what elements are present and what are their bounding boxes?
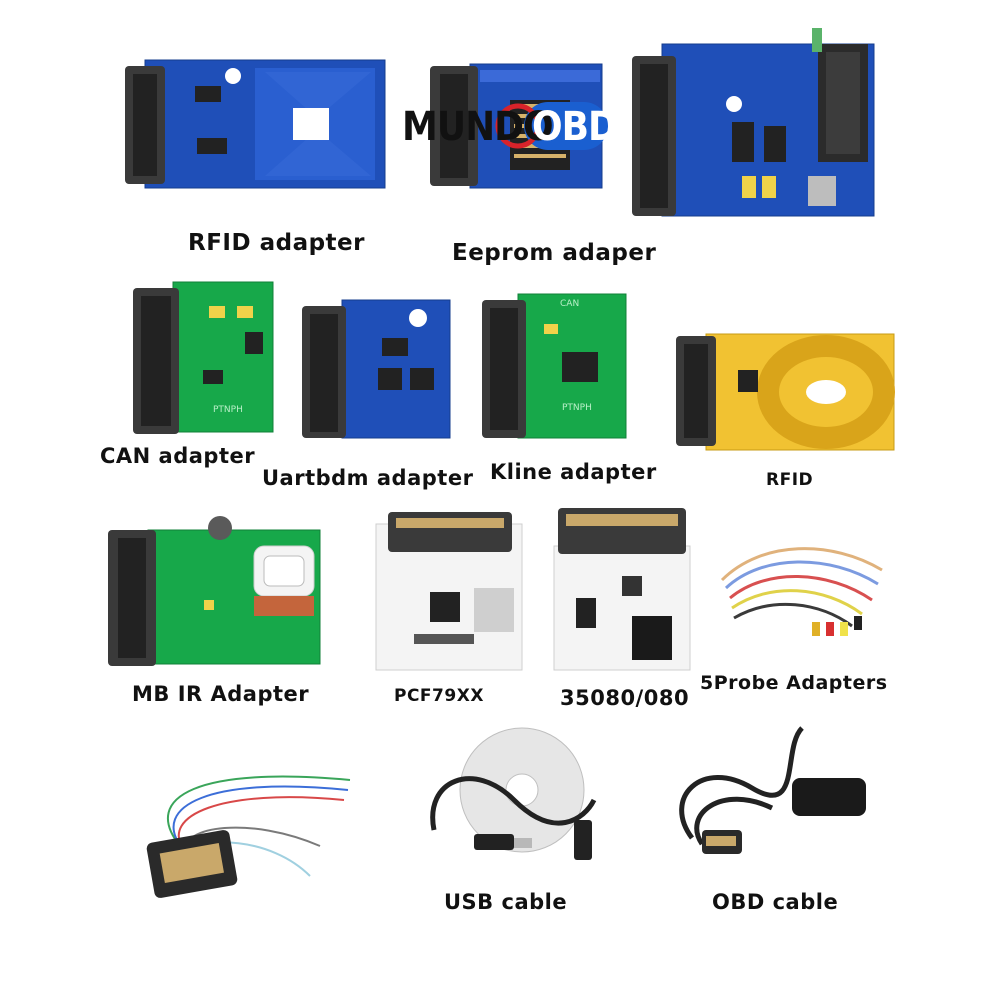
- can-adapter-label: CAN adapter: [100, 444, 256, 468]
- usb-cable-label: USB cable: [444, 890, 568, 914]
- rfid-coil-board: [676, 330, 896, 454]
- kline-board-silk-ptnph: PTNPH: [562, 403, 592, 413]
- eeprom-socket-board: [632, 26, 877, 220]
- kline-adapter-board: CAN PTNPH: [482, 292, 628, 440]
- obd-cable: [662, 718, 872, 868]
- mundo-obd-logo: MUNDO OBD: [400, 96, 618, 158]
- kline-adapter-label: Kline adapter: [490, 460, 657, 484]
- pcf79xx-label: PCF79XX: [394, 686, 484, 706]
- eeprom-adapter-label: Eeprom adaper: [452, 240, 657, 266]
- can-adapter-board: PTNPH: [133, 280, 275, 436]
- e35080-label: 35080/080: [560, 686, 690, 710]
- probe-adapters-label: 5Probe Adapters: [700, 672, 888, 694]
- mb-ir-adapter-label: MB IR Adapter: [132, 682, 310, 706]
- uartbdm-adapter-label: Uartbdm adapter: [262, 466, 474, 490]
- rfid-label: RFID: [766, 470, 814, 490]
- kline-board-silk-can: CAN: [560, 299, 579, 309]
- logo-text-mundo: MUNDO: [402, 104, 554, 150]
- pcf79xx-board: [374, 510, 524, 672]
- e35080-board: [552, 506, 692, 672]
- rfid-adapter-board: [125, 58, 387, 190]
- probe-adapters-wires: [712, 540, 892, 640]
- mb-ir-adapter-board: [108, 516, 324, 668]
- rfid-adapter-label: RFID adapter: [188, 230, 365, 256]
- obd-cable-label: OBD cable: [712, 890, 839, 914]
- usb-cable-cd: [414, 720, 614, 880]
- logo-text-obd: OBD: [532, 104, 618, 150]
- db25-wire-harness: [120, 756, 360, 906]
- uartbdm-adapter-board: [302, 298, 452, 440]
- can-board-silk-ptnph: PTNPH: [213, 405, 243, 415]
